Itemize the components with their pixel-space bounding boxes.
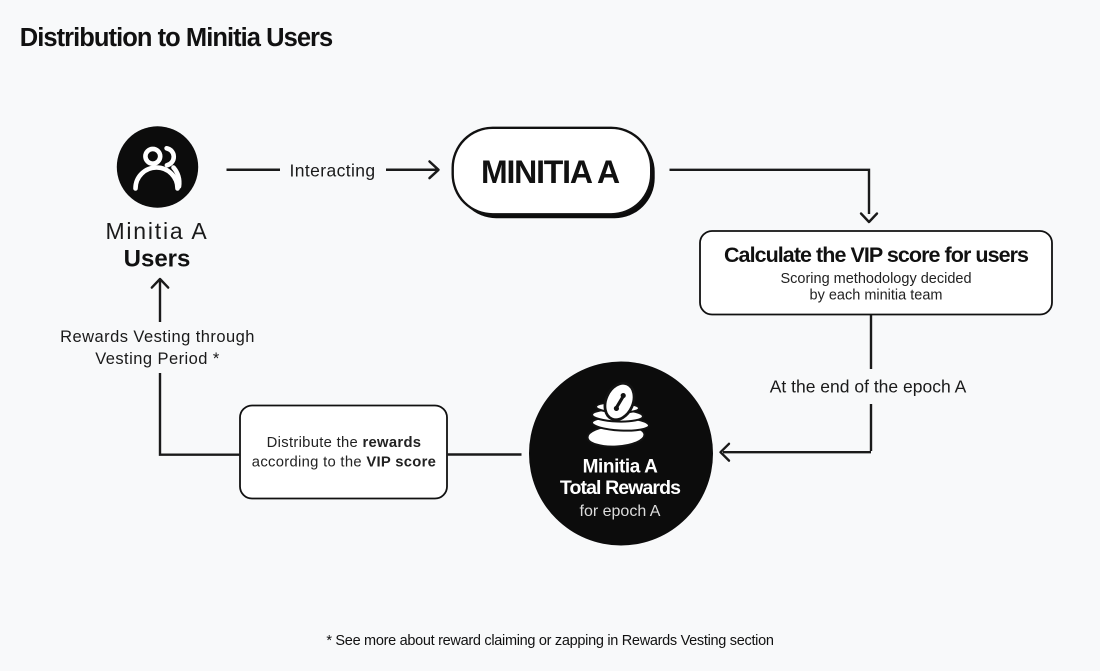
svg-text:Total Rewards: Total Rewards — [560, 477, 681, 499]
svg-text:Interacting: Interacting — [289, 161, 375, 181]
svg-text:Scoring methodology decided: Scoring methodology decided — [780, 271, 971, 287]
svg-text:for epoch A: for epoch A — [580, 503, 661, 520]
svg-text:Calculate the VIP score for us: Calculate the VIP score for users — [724, 243, 1029, 267]
svg-text:Distribute the rewards: Distribute the rewards — [267, 435, 422, 451]
svg-text:Rewards Vesting through: Rewards Vesting through — [60, 328, 255, 346]
svg-text:Minitia A: Minitia A — [583, 457, 659, 478]
svg-text:Users: Users — [124, 246, 191, 273]
svg-text:by each minitia team: by each minitia team — [810, 288, 943, 304]
svg-text:At the end of the epoch A: At the end of the epoch A — [770, 377, 967, 397]
svg-text:according to the VIP score: according to the VIP score — [252, 455, 436, 471]
svg-text:Distribution to Minitia Users: Distribution to Minitia Users — [20, 24, 333, 52]
svg-text:Minitia A: Minitia A — [105, 218, 208, 244]
svg-text:Vesting Period *: Vesting Period * — [95, 350, 220, 368]
svg-text:MINITIA A: MINITIA A — [481, 154, 620, 190]
svg-text:* See more about reward claimi: * See more about reward claiming or zapp… — [326, 633, 774, 649]
